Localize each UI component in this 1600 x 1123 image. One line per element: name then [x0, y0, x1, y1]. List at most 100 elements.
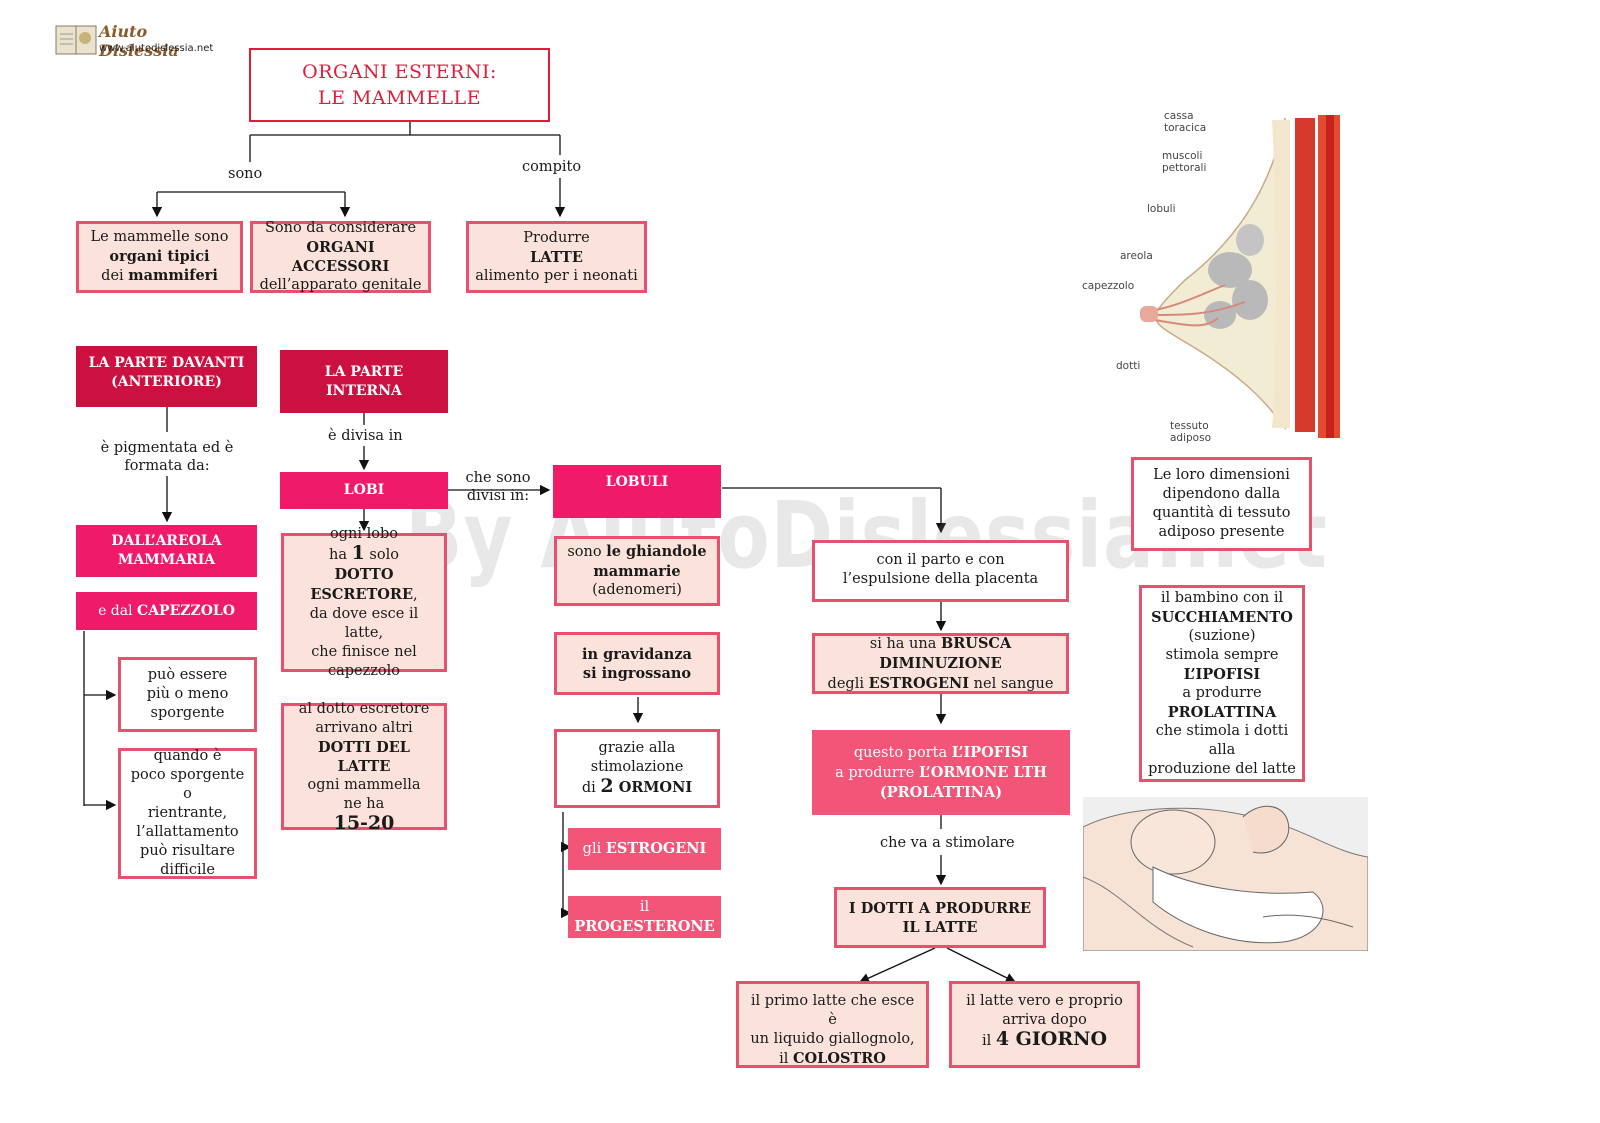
box-latte-line-3: alimento per i neonati	[475, 267, 638, 284]
box-gravidanza-line-2: si ingrossano	[582, 664, 692, 682]
page-title: ORGANI ESTERNI: LE MAMMELLE	[249, 48, 550, 122]
box-succhiamento-line-4: stimola sempre	[1165, 646, 1279, 663]
box-gravidanza-line-1: in gravidanza	[582, 645, 692, 663]
box-progesterone-text: il PROGESTERONE	[574, 898, 715, 937]
box-capezzolo-text: e dal CAPEZZOLO	[98, 602, 235, 621]
box-progesterone-text-a: il	[639, 898, 650, 915]
box-ormoni-line-1: grazie alla	[598, 740, 676, 756]
box-giorno-line-2: arriva dopo	[1002, 1012, 1087, 1028]
logo-name: Aiuto Dislessia	[99, 22, 179, 60]
box-ormoni-line-3c: ORMONI	[613, 779, 693, 796]
box-dotti-latte-line-4: ogni mammella	[307, 777, 421, 793]
label-muscoli-line-2: pettorali	[1162, 162, 1207, 174]
box-diminuzione-line-1a: si ha una	[869, 635, 941, 652]
box-diminuzione-line-2b: ESTROGENI	[868, 674, 970, 692]
box-produrre-latte: Produrre LATTE alimento per i neonati	[466, 221, 647, 293]
box-diminuzione-line-2: degli ESTROGENI nel sangue	[828, 674, 1054, 694]
title-line-2: LE MAMMELLE	[317, 87, 482, 109]
box-ogni-lobo-line-6: capezzolo	[327, 662, 400, 679]
box-parte-interna-line-1: LA PARTE	[324, 363, 404, 380]
box-colostro: il primo latte che esce è un liquido gia…	[736, 981, 929, 1068]
box-dotti-latte-line-5: ne ha	[343, 796, 385, 812]
box-parte-interna-line-2: INTERNA	[326, 382, 402, 399]
box-latte-line-1: Produrre	[523, 229, 590, 246]
label-pigmentata-line-2: formata da:	[124, 458, 210, 474]
box-rientrante-line-5: può risultare	[140, 843, 235, 859]
label-pigmentata: è pigmentata ed è formata da:	[92, 439, 242, 475]
box-ipofisi: questo porta L’IPOFISI a produrre L’ORMO…	[812, 730, 1070, 815]
box-mammiferi: Le mammelle sono organi tipici dei mammi…	[76, 221, 243, 293]
mother-baby-drawing	[1083, 805, 1368, 951]
label-divisa-in: è divisa in	[328, 428, 403, 444]
box-ipofisi-line-2a: a produrre	[835, 765, 919, 781]
label-tessuto-line-1: tessuto	[1170, 420, 1209, 432]
box-areola-line-2: MAMMARIA	[117, 552, 216, 568]
box-estrogeni-text-b: ESTROGENI	[605, 840, 707, 857]
book-icon	[55, 25, 97, 55]
box-gravidanza: in gravidanza si ingrossano	[554, 632, 720, 695]
box-sporgente: può essere più o meno sporgente	[118, 657, 257, 732]
box-dimensioni: Le loro dimensioni dipendono dalla quant…	[1131, 457, 1312, 551]
box-diminuzione-line-1: si ha una BRUSCA DIMINUZIONE	[821, 634, 1060, 674]
box-dotti-producono-line-2: IL LATTE	[902, 918, 978, 936]
box-dotti-latte-line-6: 15-20	[333, 812, 395, 834]
box-ogni-lobo-line-3a: DOTTO ESCRETORE	[310, 565, 414, 603]
box-ipofisi-line-2b: L’ORMONE LTH	[918, 764, 1047, 781]
box-dimensioni-line-2: dipendono dalla	[1162, 486, 1281, 502]
box-ormoni-line-3a: di	[581, 780, 601, 796]
label-lobuli: lobuli	[1147, 203, 1176, 215]
box-succhiamento-line-3: (suzione)	[1188, 627, 1256, 644]
box-mammiferi-line-3a: dei	[101, 268, 129, 284]
box-parto: con il parto e con l’espulsione della pl…	[812, 540, 1069, 602]
box-lobuli: LOBULI	[553, 465, 721, 518]
box-diminuzione-line-2a: degli	[827, 675, 869, 692]
box-succhiamento: il bambino con il SUCCHIAMENTO (suzione)…	[1139, 585, 1305, 782]
label-muscoli-line-1: muscoli	[1162, 150, 1203, 162]
box-ormoni-line-2: stimolazione	[590, 759, 684, 775]
box-parte-davanti: LA PARTE DAVANTI (ANTERIORE)	[76, 346, 257, 407]
box-areola-line-1: DALL’AREOLA	[111, 533, 222, 549]
box-latte-line-2: LATTE	[530, 248, 583, 266]
box-parto-line-2: l’espulsione della placenta	[842, 571, 1039, 587]
box-accessori-line-3: dell’apparato genitale	[259, 277, 422, 293]
box-colostro-line-3: il COLOSTRO	[779, 1049, 886, 1069]
label-che-sono-line-1: che sono	[465, 470, 531, 486]
box-ogni-lobo-line-1: ogni lobo	[330, 525, 398, 542]
box-dotti-latte-line-2: arrivano altri	[315, 720, 413, 736]
box-succhiamento-line-2: SUCCHIAMENTO	[1151, 608, 1293, 626]
box-ghiandole-line-1: sono le ghiandole	[567, 542, 706, 562]
box-parte-interna: LA PARTE INTERNA	[280, 350, 448, 413]
box-ogni-lobo-line-2c: solo	[364, 546, 399, 563]
label-muscoli-pettorali: muscoli pettorali	[1162, 150, 1206, 174]
box-ogni-lobo-line-4: da dove esce il latte,	[309, 605, 419, 641]
label-dotti: dotti	[1116, 360, 1141, 372]
box-colostro-line-3b: COLOSTRO	[792, 1050, 886, 1067]
box-capezzolo-text-b: CAPEZZOLO	[137, 602, 235, 619]
box-ghiandole-line-1b: le ghiandole	[606, 543, 707, 560]
box-rientrante: quando è poco sporgente o rientrante, l’…	[118, 748, 257, 879]
box-organi-accessori: Sono da considerare ORGANI ACCESSORI del…	[250, 220, 431, 293]
box-ghiandole-line-3: (adenomeri)	[592, 582, 682, 598]
box-mammiferi-line-2: organi tipici	[109, 248, 210, 265]
box-ghiandole: sono le ghiandole mammarie (adenomeri)	[554, 536, 720, 606]
box-lobi: LOBI	[280, 472, 448, 509]
box-dotti-producono-line-1: I DOTTI A PRODURRE	[848, 899, 1032, 917]
box-sporgente-line-3: sporgente	[150, 705, 225, 721]
box-capezzolo: e dal CAPEZZOLO	[76, 592, 257, 630]
box-giorno-line-3a: il	[981, 1033, 996, 1049]
box-succhiamento-line-8: che stimola i dotti alla	[1155, 722, 1289, 758]
box-accessori-line-1: Sono da considerare	[264, 220, 417, 236]
label-capezzolo: capezzolo	[1082, 280, 1135, 292]
box-ogni-lobo: ogni lobo ha 1 solo DOTTO ESCRETORE, da …	[281, 526, 447, 679]
box-ghiandole-line-1a: sono	[567, 544, 607, 560]
box-ipofisi-line-1a: questo porta	[853, 745, 952, 761]
breast-anatomy-illustration: cassa toracica muscoli pettorali lobuli …	[1082, 110, 1345, 445]
box-colostro-line-1: il primo latte che esce è	[750, 993, 915, 1028]
box-dimensioni-line-1: Le loro dimensioni	[1153, 467, 1290, 483]
box-dimensioni-line-3: quantità di tessuto	[1152, 505, 1291, 521]
box-ogni-lobo-line-3b: ,	[413, 586, 418, 603]
label-tessuto-adiposo: tessuto adiposo	[1170, 420, 1211, 444]
logo: Aiuto Dislessia www.aiutodislessia.net	[55, 22, 215, 60]
box-colostro-line-2: un liquido giallognolo,	[750, 1031, 915, 1047]
box-dotti-latte-line-3: DOTTI DEL LATTE	[318, 739, 410, 775]
